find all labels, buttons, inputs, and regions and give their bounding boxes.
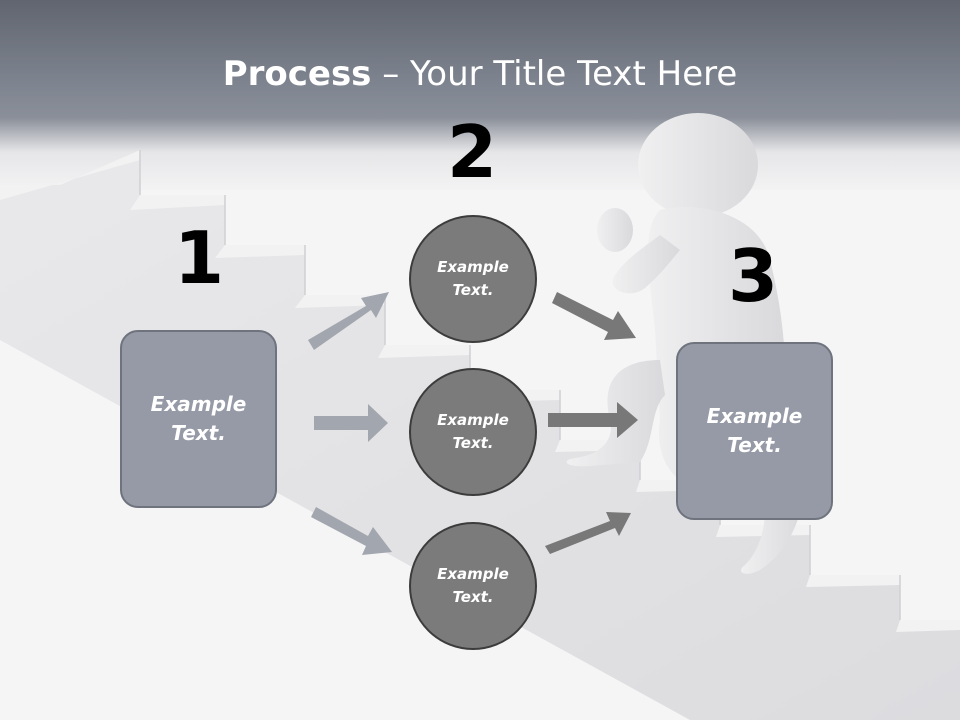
arrow-right-2	[548, 402, 638, 438]
step-1-text-line1: Example	[150, 392, 247, 416]
arrow-down-right	[311, 507, 392, 555]
step-2-circle-middle: Example Text.	[409, 368, 537, 496]
step-3-text-line1: Example	[706, 404, 803, 428]
left-arrows	[308, 292, 392, 555]
step-3-box: Example Text.	[676, 342, 833, 520]
step-1-text-line2: Text.	[171, 421, 226, 445]
step-2-circle-top: Example Text.	[409, 215, 537, 343]
circle-3-text-line1: Example	[437, 565, 509, 583]
circle-2-text-line2: Text.	[452, 434, 494, 452]
arrow-up-right	[308, 292, 389, 350]
title-bold: Process	[222, 54, 372, 94]
circle-3-text-line2: Text.	[452, 588, 494, 606]
arrow-right	[314, 404, 388, 442]
circle-1-text-line2: Text.	[452, 281, 494, 299]
circle-2-text-line1: Example	[437, 411, 509, 429]
step-1-box: Example Text.	[120, 330, 277, 508]
circle-1-text-line1: Example	[437, 258, 509, 276]
title-bar	[0, 0, 960, 190]
step-2-circle-bottom: Example Text.	[409, 522, 537, 650]
right-arrows	[545, 292, 638, 554]
figure-head	[638, 113, 758, 217]
slide-title: Process – Your Title Text Here	[0, 52, 960, 96]
step-number-1: 1	[173, 216, 225, 300]
arrow-up-right-2	[545, 512, 631, 554]
figure-arm	[612, 235, 680, 294]
step-3-text-line2: Text.	[727, 433, 782, 457]
title-rest: – Your Title Text Here	[371, 54, 738, 94]
step-number-2: 2	[446, 110, 498, 194]
arrow-down-right-2	[552, 292, 636, 340]
step-number-3: 3	[727, 234, 779, 318]
figure-fist	[597, 208, 633, 252]
